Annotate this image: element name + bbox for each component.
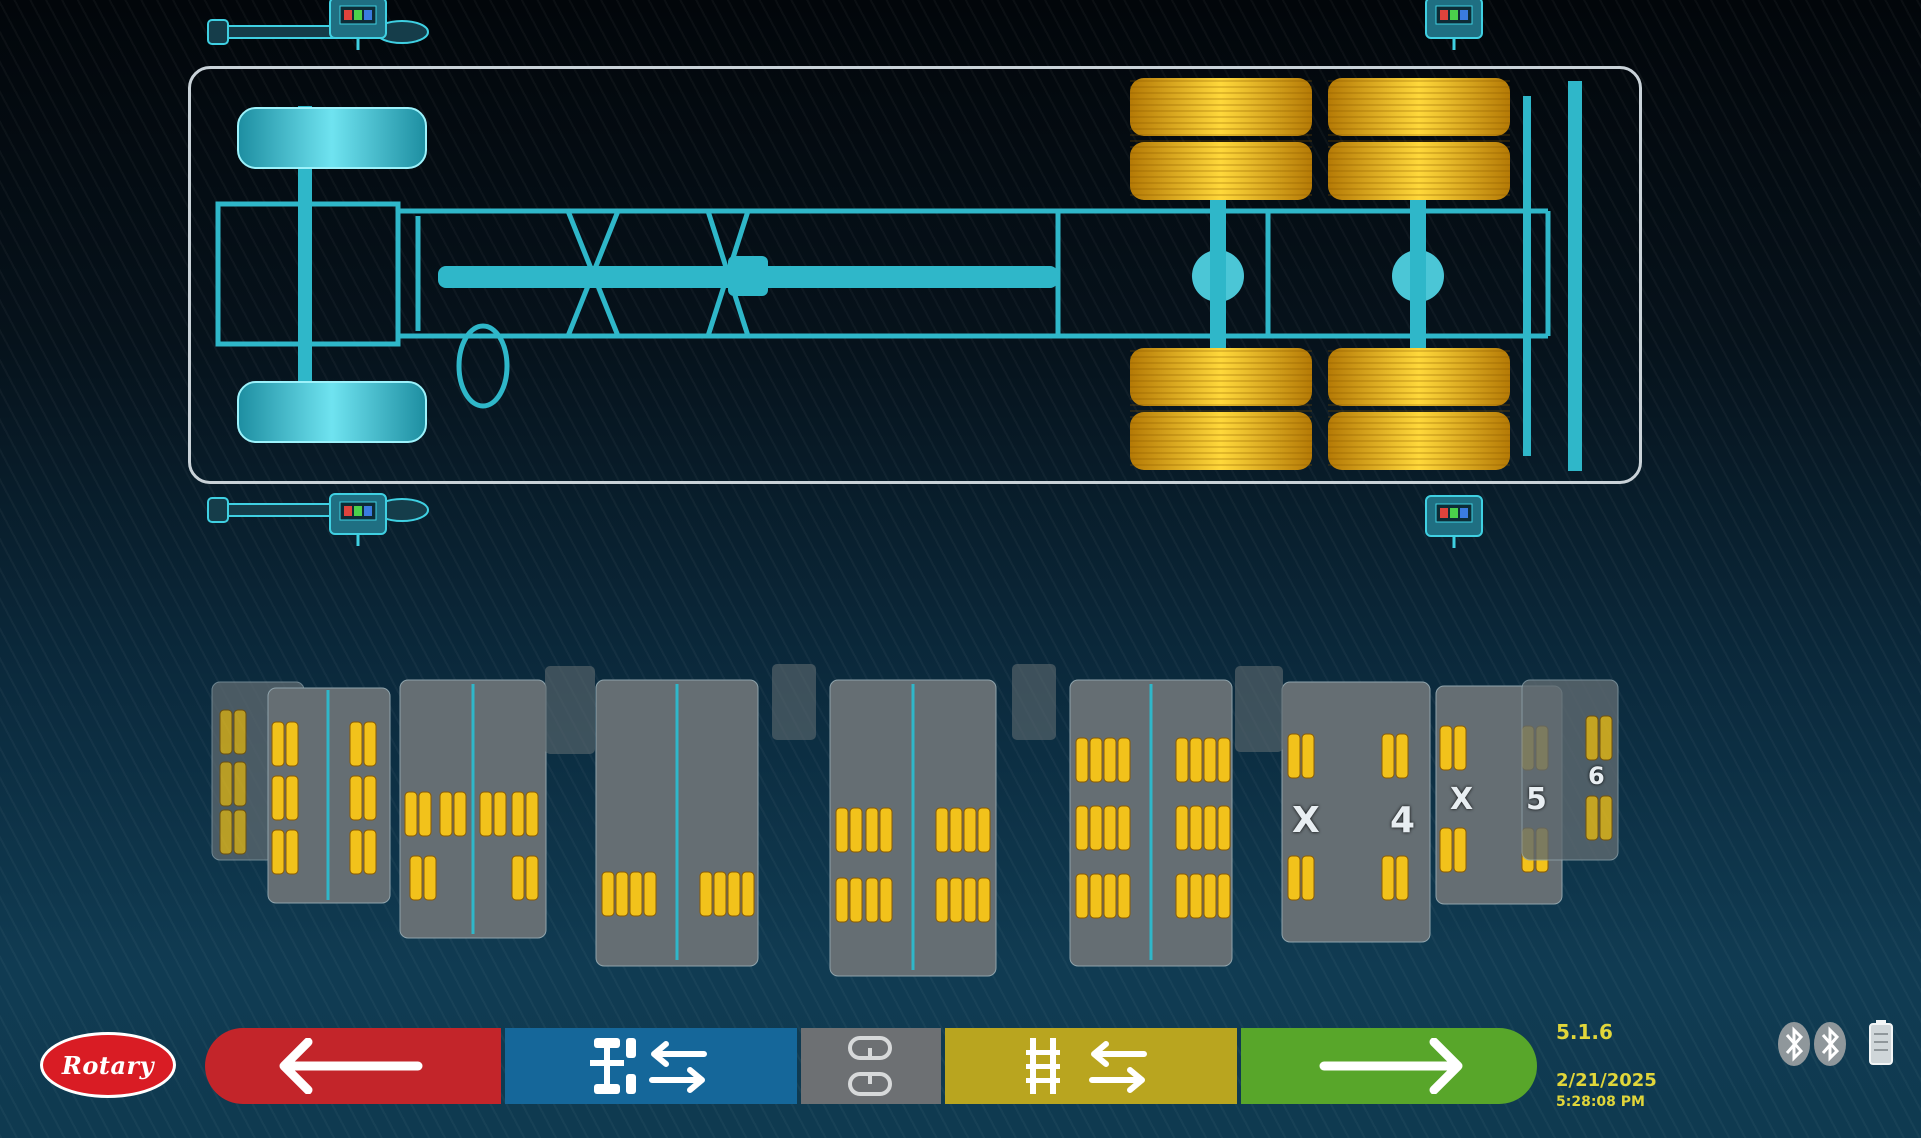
back-button[interactable]	[205, 1028, 501, 1104]
battery-icon	[1869, 1020, 1893, 1065]
software-version: 5.1.6	[1556, 1020, 1613, 1044]
sensor-rear-right	[1424, 494, 1484, 550]
sensor-front-right	[207, 492, 429, 548]
thumb-label-6: 6	[1588, 762, 1605, 790]
thumb-label-5: 5	[1526, 782, 1547, 817]
config-thumb-2[interactable]	[267, 687, 391, 904]
arrow-right-icon	[1319, 1038, 1463, 1094]
arrow-left-icon	[279, 1038, 423, 1094]
bottom-toolbar	[205, 1028, 1545, 1104]
bluetooth-icon[interactable]	[1778, 1022, 1810, 1066]
vehicle-chassis-diagram	[215, 78, 1582, 471]
axle-configuration-carousel[interactable]	[200, 650, 1640, 990]
config-thumb-4[interactable]	[595, 679, 759, 967]
rotary-logo: Rotary	[40, 1032, 176, 1098]
dual-swap-button[interactable]	[945, 1028, 1237, 1104]
config-thumb-5[interactable]	[829, 679, 997, 977]
config-thumb-7[interactable]	[1281, 681, 1431, 943]
chain-link-icon	[848, 1036, 892, 1096]
front-left-tire	[237, 107, 427, 169]
status-icons	[1778, 1020, 1893, 1066]
status-time: 5:28:08 PM	[1556, 1094, 1645, 1110]
axle-swap-button[interactable]	[505, 1028, 797, 1104]
thumb-label-4: 4	[1390, 800, 1416, 841]
front-right-tire	[237, 381, 427, 443]
sensor-rear-left	[1424, 0, 1484, 52]
thumb-label-x2: X	[1450, 782, 1474, 817]
config-thumb-3[interactable]	[399, 679, 547, 939]
link-button[interactable]	[801, 1028, 941, 1104]
thumb-label-x: X	[1292, 800, 1320, 841]
config-thumb-9[interactable]	[1521, 679, 1619, 861]
rear-tires	[1130, 78, 1510, 470]
vehicle-view-frame	[188, 66, 1642, 484]
axle-swap-icon	[590, 1038, 707, 1094]
next-button[interactable]	[1241, 1028, 1537, 1104]
sensor-front-left	[207, 0, 429, 52]
bluetooth-icon[interactable]	[1814, 1022, 1846, 1066]
config-thumb-6[interactable]	[1069, 679, 1233, 967]
status-date: 2/21/2025	[1556, 1070, 1657, 1091]
dual-axle-swap-icon	[1026, 1038, 1147, 1094]
